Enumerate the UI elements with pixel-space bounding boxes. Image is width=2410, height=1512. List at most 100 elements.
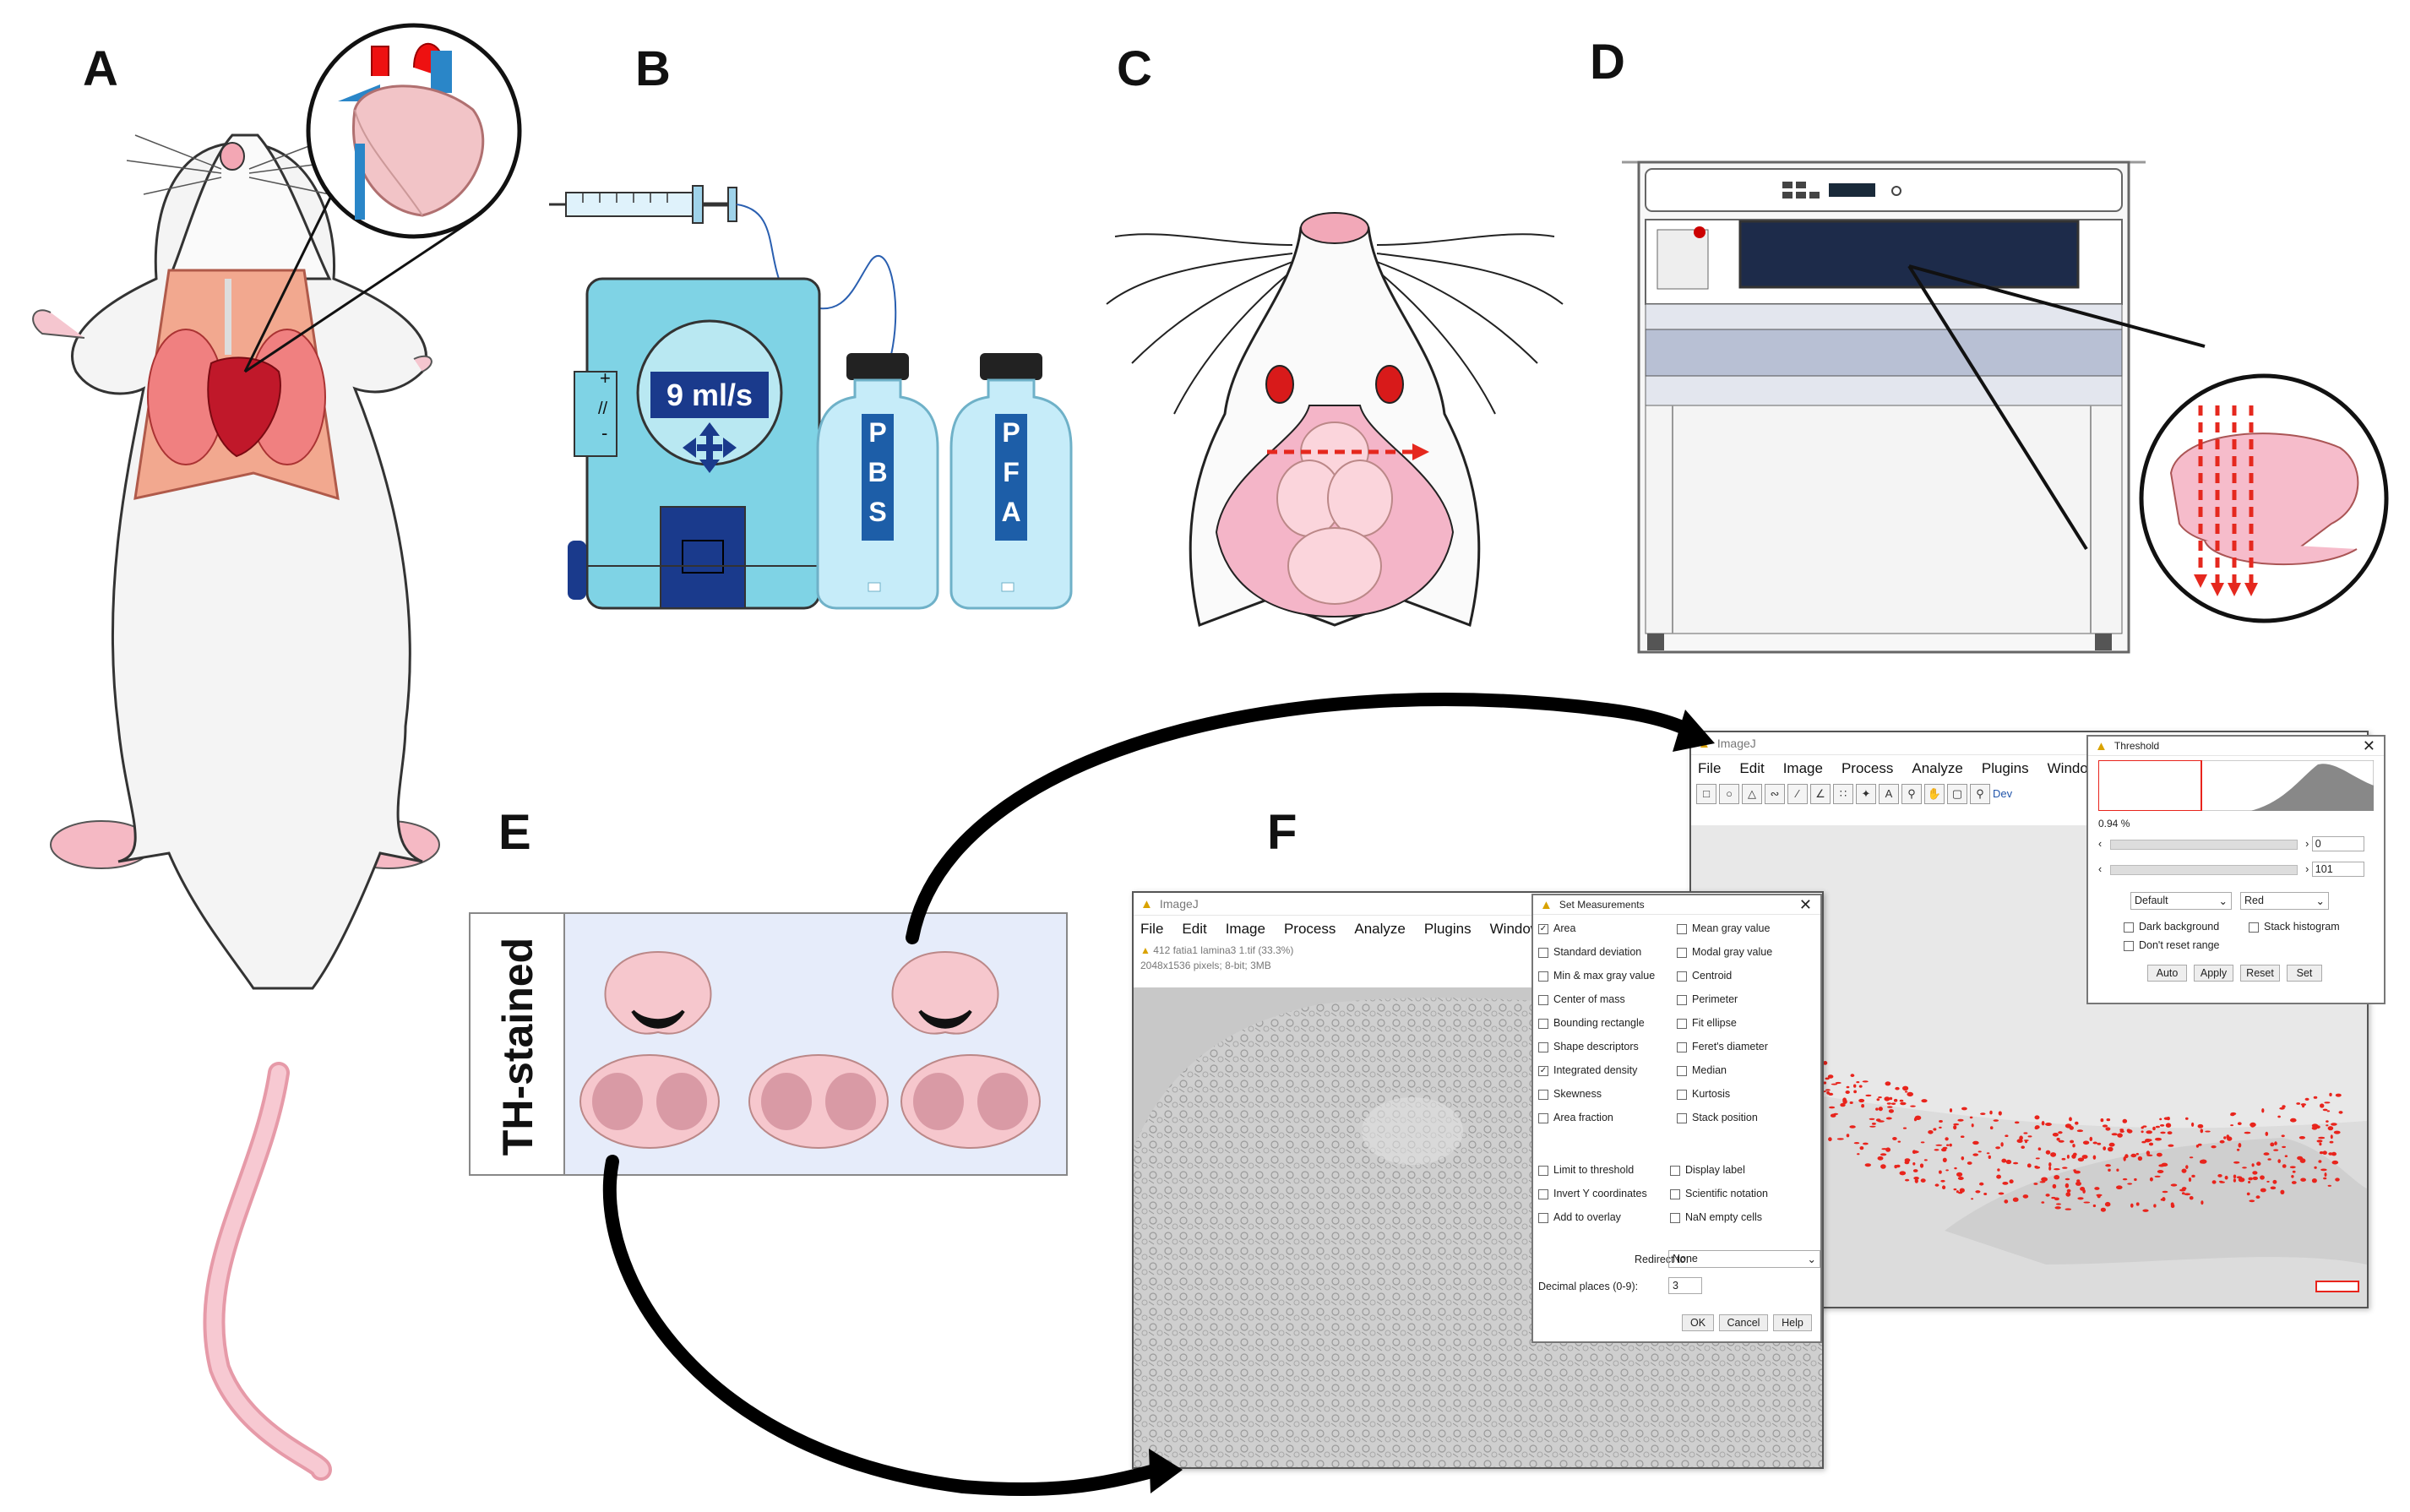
checkbox-box[interactable] (1670, 1212, 1680, 1223)
threshold-method-select[interactable]: Default⌄ (2130, 892, 2232, 910)
min-threshold-input[interactable]: 0 (2311, 836, 2364, 851)
checkbox-box[interactable] (1538, 1089, 1548, 1100)
menu-analyze[interactable]: Analyze (1354, 921, 1406, 937)
measure-option[interactable]: Area fraction (1538, 1112, 1613, 1123)
menu-window[interactable]: Window (2047, 760, 2099, 776)
set-button[interactable]: Set (2287, 965, 2322, 982)
close-icon[interactable]: ✕ (2362, 737, 2375, 754)
measure-option[interactable]: Mean gray value (1677, 922, 1770, 934)
help-button[interactable]: Help (1773, 1314, 1812, 1331)
threshold-mode-select[interactable]: Red⌄ (2240, 892, 2329, 910)
menu-image[interactable]: Image (1782, 760, 1823, 776)
menu-plugins[interactable]: Plugins (1981, 760, 2029, 776)
measure-setting[interactable]: Scientific notation (1670, 1188, 1768, 1199)
close-icon[interactable]: ✕ (1798, 895, 1812, 913)
measure-option[interactable]: ✓Integrated density (1538, 1064, 1637, 1076)
menu-edit[interactable]: Edit (1182, 921, 1207, 937)
checkbox-box[interactable]: ✓ (1538, 1065, 1548, 1076)
line-tool-icon[interactable]: ∕ (1787, 784, 1808, 804)
measure-setting[interactable]: Limit to threshold (1538, 1164, 1634, 1176)
measure-option[interactable]: Feret's diameter (1677, 1041, 1768, 1052)
red-cell-mark (2089, 1136, 2093, 1141)
checkbox-label: Modal gray value (1692, 946, 1773, 958)
measure-setting[interactable]: Invert Y coordinates (1538, 1188, 1647, 1199)
measure-option[interactable]: Skewness (1538, 1088, 1602, 1100)
measure-option[interactable]: Center of mass (1538, 993, 1625, 1005)
measure-option[interactable]: Min & max gray value (1538, 970, 1655, 982)
measure-option[interactable]: Centroid (1677, 970, 1732, 982)
text-tool-icon[interactable]: A (1879, 784, 1899, 804)
measure-option[interactable]: Kurtosis (1677, 1088, 1730, 1100)
checkbox-box[interactable] (1670, 1165, 1680, 1176)
checkbox-box[interactable] (1538, 1112, 1548, 1123)
cancel-button[interactable]: Cancel (1719, 1314, 1768, 1331)
oval-tool-icon[interactable]: ○ (1719, 784, 1739, 804)
red-cell-mark (1920, 1141, 1925, 1144)
checkbox-box[interactable] (1677, 1042, 1687, 1052)
checkbox-box[interactable] (1677, 1112, 1687, 1123)
checkbox-box[interactable] (1677, 947, 1687, 958)
min-threshold-slider[interactable] (2109, 839, 2298, 850)
measure-setting[interactable]: Display label (1670, 1164, 1745, 1176)
stack-histogram-checkbox[interactable]: Stack histogram (2249, 921, 2340, 933)
measure-option[interactable]: Bounding rectangle (1538, 1017, 1645, 1029)
measure-option[interactable]: Stack position (1677, 1112, 1758, 1123)
dropper-tool-icon[interactable]: ▢ (1947, 784, 1967, 804)
measure-option[interactable]: Median (1677, 1064, 1727, 1076)
checkbox-box[interactable] (1677, 971, 1687, 982)
search-icon[interactable]: ⚲ (1970, 784, 1990, 804)
point-tool-icon[interactable]: ∷ (1833, 784, 1853, 804)
menu-analyze[interactable]: Analyze (1912, 760, 1963, 776)
checkbox-box[interactable] (1538, 1018, 1548, 1029)
apply-button[interactable]: Apply (2194, 965, 2233, 982)
checkbox-box[interactable] (1538, 971, 1548, 982)
auto-button[interactable]: Auto (2147, 965, 2187, 982)
measure-option[interactable]: ✓Area (1538, 922, 1575, 934)
red-cell-mark (2316, 1139, 2323, 1143)
checkbox-box[interactable] (1538, 947, 1548, 958)
menu-process[interactable]: Process (1841, 760, 1894, 776)
reset-button[interactable]: Reset (2240, 965, 2280, 982)
decimal-places-input[interactable]: 3 (1668, 1277, 1702, 1294)
wand-tool-icon[interactable]: ✦ (1856, 784, 1876, 804)
measure-setting[interactable]: Add to overlay (1538, 1211, 1621, 1223)
max-threshold-slider[interactable] (2109, 864, 2298, 875)
red-cell-mark (2058, 1139, 2065, 1143)
measure-setting[interactable]: NaN empty cells (1670, 1211, 1762, 1223)
menu-edit[interactable]: Edit (1739, 760, 1765, 776)
checkbox-box[interactable] (1677, 1065, 1687, 1076)
redirect-select[interactable]: None⌄ (1668, 1250, 1820, 1268)
dark-background-checkbox[interactable]: Dark background (2124, 921, 2219, 933)
checkbox-box[interactable] (1538, 994, 1548, 1005)
dev-tool-label[interactable]: Dev (1993, 787, 2013, 801)
measure-option[interactable]: Perimeter (1677, 993, 1738, 1005)
checkbox-box[interactable]: ✓ (1538, 923, 1548, 934)
checkbox-box[interactable] (1670, 1188, 1680, 1199)
measure-option[interactable]: Modal gray value (1677, 946, 1772, 958)
measure-option[interactable]: Shape descriptors (1538, 1041, 1639, 1052)
freehand-tool-icon[interactable]: ∾ (1765, 784, 1785, 804)
max-threshold-input[interactable]: 101 (2311, 862, 2364, 877)
angle-tool-icon[interactable]: ∠ (1810, 784, 1831, 804)
menu-file[interactable]: File (1140, 921, 1164, 937)
measure-option[interactable]: Fit ellipse (1677, 1017, 1737, 1029)
rectangle-tool-icon[interactable]: □ (1696, 784, 1716, 804)
polygon-tool-icon[interactable]: △ (1742, 784, 1762, 804)
checkbox-box[interactable] (1677, 923, 1687, 934)
checkbox-box[interactable] (1677, 994, 1687, 1005)
checkbox-box[interactable] (1538, 1188, 1548, 1199)
checkbox-box[interactable] (1677, 1018, 1687, 1029)
measure-option[interactable]: Standard deviation (1538, 946, 1641, 958)
checkbox-box[interactable] (1538, 1165, 1548, 1176)
hand-tool-icon[interactable]: ✋ (1924, 784, 1945, 804)
dont-reset-range-checkbox[interactable]: Don't reset range (2124, 939, 2220, 951)
menu-image[interactable]: Image (1225, 921, 1265, 937)
checkbox-box[interactable] (1538, 1042, 1548, 1052)
menu-file[interactable]: File (1698, 760, 1722, 776)
checkbox-box[interactable] (1538, 1212, 1548, 1223)
magnifier-tool-icon[interactable]: ⚲ (1901, 784, 1922, 804)
menu-plugins[interactable]: Plugins (1423, 921, 1472, 937)
menu-process[interactable]: Process (1283, 921, 1336, 937)
checkbox-box[interactable] (1677, 1089, 1687, 1100)
ok-button[interactable]: OK (1682, 1314, 1714, 1331)
